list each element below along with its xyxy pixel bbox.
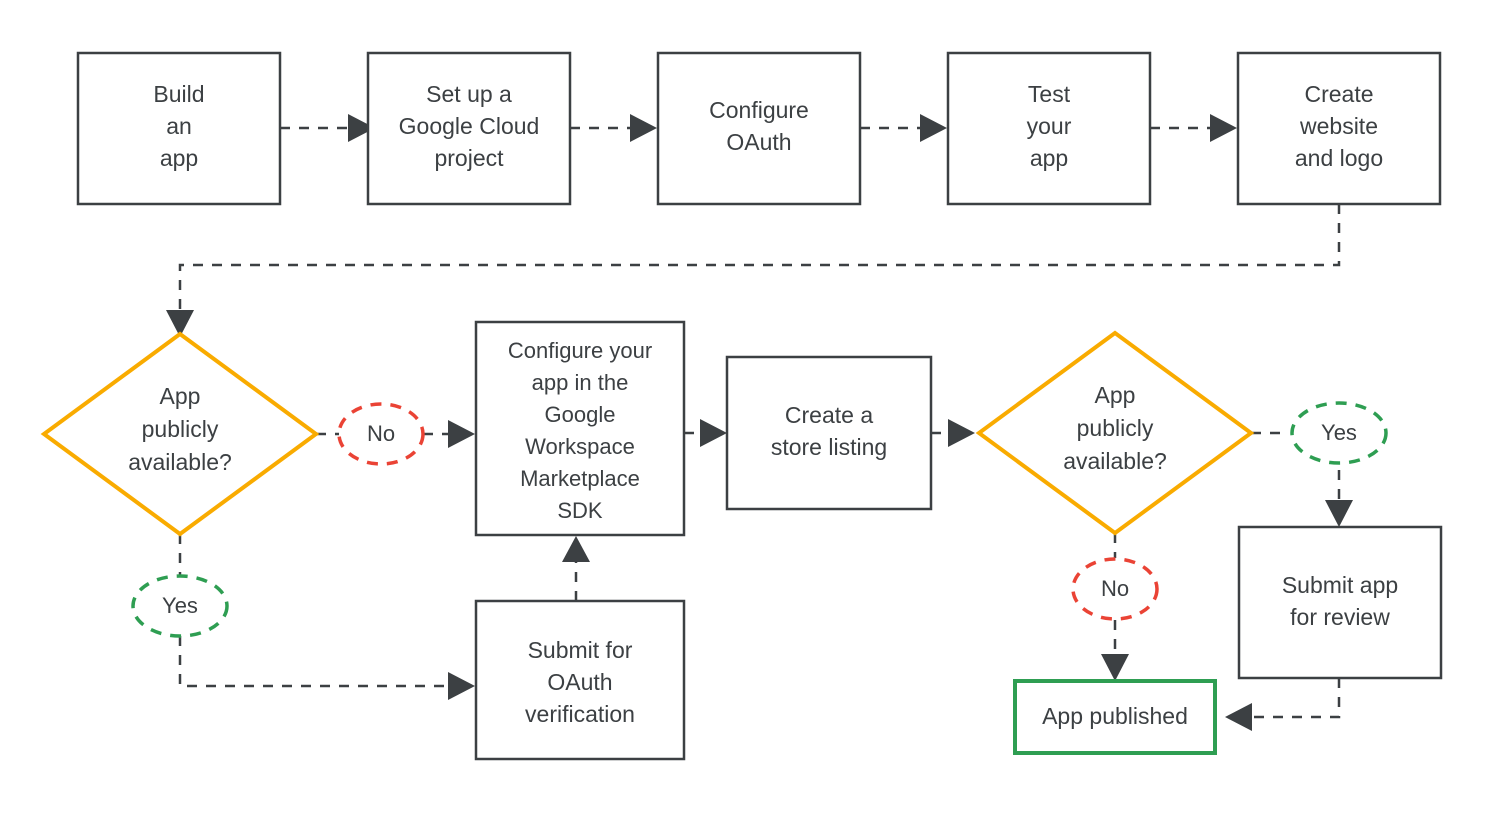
node-shape-rect[interactable] <box>474 320 686 537</box>
node-label-line: verification <box>525 701 635 727</box>
node-label-line: Create a <box>785 402 873 428</box>
node-label-line: App published <box>1042 703 1188 729</box>
node-label-line: app <box>1030 145 1068 171</box>
arrow-head-icon <box>1225 703 1252 731</box>
node-submit-app-for-review[interactable]: Submit app for review <box>1237 525 1443 680</box>
node-label-line: OAuth <box>726 129 791 155</box>
label-pill-yes <box>131 574 229 638</box>
node-build-an-app[interactable]: Build an app <box>76 51 282 206</box>
node-shape-rect[interactable] <box>1236 51 1442 206</box>
edge-store-listing-to-decision2 <box>931 419 975 447</box>
node-label-line: Submit for <box>528 637 633 663</box>
edge-label-text: Yes <box>162 593 198 618</box>
node-label-line: available? <box>1063 448 1167 474</box>
node-shape-rect[interactable] <box>1237 525 1443 680</box>
edge-website-to-decision1 <box>166 204 1341 337</box>
edge-label-text: Yes <box>1321 420 1357 445</box>
node-label-line: website <box>1299 113 1378 139</box>
edge-label-yes-1: Yes <box>131 574 229 638</box>
node-shape-rect[interactable] <box>946 51 1152 206</box>
node-label-line: project <box>434 145 504 171</box>
node-configure-oauth[interactable]: Configure OAuth <box>656 51 862 206</box>
arrow-head-icon <box>166 310 194 337</box>
node-label-line: Set up a <box>426 81 512 107</box>
node-label-line: and logo <box>1295 145 1383 171</box>
node-label-line: Submit app <box>1282 572 1398 598</box>
arrow-head-icon <box>562 536 590 562</box>
node-label-line: for review <box>1290 604 1390 630</box>
node-shape-rect[interactable] <box>76 51 282 206</box>
node-label-line: publicly <box>1077 415 1154 441</box>
node-label-line: store listing <box>771 434 887 460</box>
edge-decision2-no-to-published <box>1101 533 1129 681</box>
edge-oauth-to-test <box>860 114 947 142</box>
node-label-line: an <box>166 113 192 139</box>
node-decision-public-1[interactable]: App publicly available? <box>40 331 320 537</box>
node-shape-diamond[interactable] <box>975 330 1255 536</box>
node-label-line: available? <box>128 449 232 475</box>
arrow-head-icon <box>920 114 947 142</box>
node-label-line: publicly <box>142 416 219 442</box>
arrow-head-icon <box>948 419 975 447</box>
node-label-line: App <box>1095 382 1136 408</box>
node-label-line: SDK <box>557 498 603 523</box>
node-create-store-listing[interactable]: Create a store listing <box>725 355 933 511</box>
node-label-line: app <box>160 145 198 171</box>
node-label-line: OAuth <box>547 669 612 695</box>
arrow-head-icon <box>348 114 375 142</box>
node-shape-rect[interactable] <box>366 51 572 206</box>
edge-label-yes-2: Yes <box>1290 401 1388 465</box>
edge-review-to-published <box>1225 678 1341 731</box>
edge-label-text: No <box>367 421 395 446</box>
edge-decision1-yes-to-oauth-verification <box>178 534 475 700</box>
arrow-head-icon <box>1210 114 1237 142</box>
node-shape-rect[interactable] <box>725 355 933 511</box>
node-label-line: App <box>160 383 201 409</box>
node-label-line: Build <box>153 81 204 107</box>
edge-label-no-2: No <box>1071 557 1159 621</box>
node-label-line: Configure your <box>508 338 652 363</box>
node-label-line: Create <box>1304 81 1373 107</box>
edge-decision2-yes-to-review <box>1251 431 1353 527</box>
arrow-head-icon <box>1101 654 1129 681</box>
node-label-line: Google Cloud <box>399 113 540 139</box>
node-shape-rect[interactable] <box>474 599 686 761</box>
node-label-line: Test <box>1028 81 1071 107</box>
edge-decision1-no-to-sdk <box>316 420 475 448</box>
node-submit-oauth-verification[interactable]: Submit for OAuth verification <box>474 599 686 761</box>
node-decision-public-2[interactable]: App publicly available? <box>975 330 1255 536</box>
arrow-head-icon <box>448 672 475 700</box>
node-create-website-and-logo[interactable]: Create website and logo <box>1236 51 1442 206</box>
node-app-published[interactable]: App published <box>1013 679 1217 755</box>
arrow-head-icon <box>700 419 727 447</box>
node-shape-diamond[interactable] <box>40 331 320 537</box>
edge-oauth-verification-to-sdk <box>562 536 590 601</box>
label-pill-yes <box>1290 401 1388 465</box>
label-pill-no <box>1071 557 1159 621</box>
node-label-line: Google <box>545 402 616 427</box>
arrow-head-icon <box>448 420 475 448</box>
node-label-line: Configure <box>709 97 809 123</box>
node-label-line: Marketplace <box>520 466 640 491</box>
edge-build-to-setup <box>280 114 375 142</box>
edge-test-to-website <box>1150 114 1237 142</box>
node-shape-rect[interactable] <box>656 51 862 206</box>
node-label-line: Workspace <box>525 434 635 459</box>
edge-label-text: No <box>1101 576 1129 601</box>
edge-label-no-1: No <box>337 402 425 466</box>
edge-setup-to-oauth <box>570 114 657 142</box>
label-pill-no <box>337 402 425 466</box>
node-set-up-google-cloud[interactable]: Set up a Google Cloud project <box>366 51 572 206</box>
node-configure-sdk[interactable]: Configure your app in the Google Workspa… <box>474 320 686 537</box>
node-label-line: app in the <box>532 370 629 395</box>
node-shape-rect-terminal[interactable] <box>1013 679 1217 755</box>
node-test-your-app[interactable]: Test your app <box>946 51 1152 206</box>
edge-sdk-to-store-listing <box>684 419 727 447</box>
arrow-head-icon <box>1325 500 1353 527</box>
arrow-head-icon <box>630 114 657 142</box>
node-label-line: your <box>1027 113 1072 139</box>
